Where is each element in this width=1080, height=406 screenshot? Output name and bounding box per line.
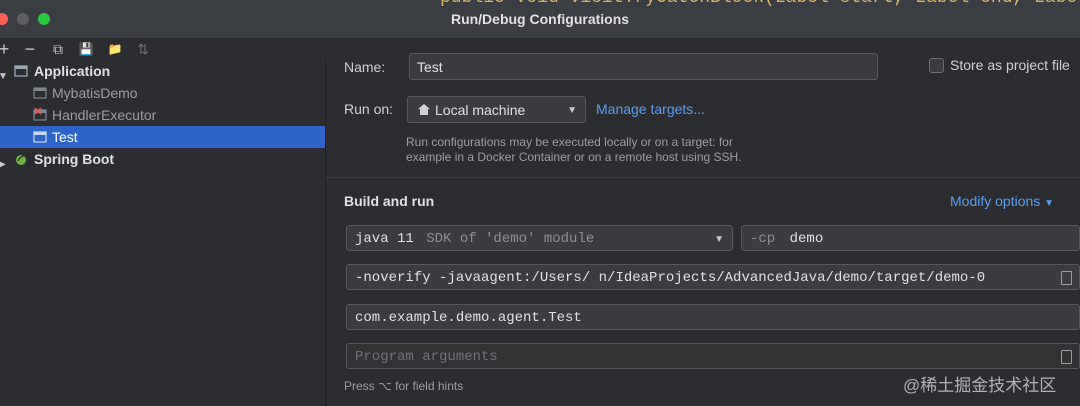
application-config-icon	[33, 131, 47, 143]
expand-field-icon[interactable]	[1061, 350, 1072, 364]
title-bar: public void visitTryCatchBlock(Label sta…	[0, 0, 1080, 39]
vm-options-value: -noverify -javaagent:/Users/ n/IdeaProje…	[355, 270, 986, 286]
application-icon	[14, 65, 28, 77]
run-on-hint-line-2: example in a Docker Container or on a re…	[406, 150, 742, 164]
spring-boot-icon	[16, 155, 26, 165]
store-as-project-file-checkbox[interactable]	[929, 58, 944, 73]
build-and-run-title: Build and run	[344, 193, 435, 209]
home-icon	[418, 104, 430, 115]
tree-item-mybatisdemo[interactable]: MybatisDemo	[0, 82, 325, 104]
sort-config-icon[interactable]: ⇅	[137, 41, 149, 57]
classpath-value: demo	[789, 231, 824, 247]
config-toolbar: + − ⧉ 💾 📁 ⇅	[0, 38, 325, 60]
expand-field-icon[interactable]	[1061, 271, 1072, 285]
vm-options-input[interactable]: -noverify -javaagent:/Users/ n/IdeaProje…	[346, 264, 1080, 290]
name-input-value: Test	[417, 59, 443, 75]
tree-group-label: Application	[34, 63, 111, 79]
remove-config-icon[interactable]: −	[24, 39, 36, 59]
add-config-icon[interactable]: +	[0, 39, 10, 59]
zoom-window-button[interactable]	[38, 13, 50, 25]
jre-main-value: java 11	[355, 231, 414, 247]
classpath-select[interactable]: -cp demo	[741, 225, 1080, 251]
tree-item-label: HandlerExecutor	[52, 107, 157, 123]
close-window-button[interactable]	[0, 13, 8, 25]
field-hints-text: Press ⌥ for field hints	[344, 379, 464, 393]
tree-group-spring-boot[interactable]: ▶ Spring Boot	[0, 148, 325, 170]
watermark-text: @稀土掘金技术社区	[903, 376, 1057, 395]
config-tree: ▼ Application MybatisDemo HandlerExecuto…	[0, 60, 326, 406]
chevron-down-icon: ▼	[567, 105, 577, 116]
store-as-project-file-label: Store as project file	[950, 57, 1070, 73]
jre-sub-value: SDK of 'demo' module	[426, 231, 595, 247]
run-on-select[interactable]: Local machine ▼	[407, 96, 586, 123]
chevron-down-icon: ▼	[714, 234, 724, 245]
run-on-hint-line-1: Run configurations may be executed local…	[406, 135, 733, 149]
application-config-icon	[33, 87, 47, 99]
save-config-icon[interactable]: 💾	[78, 42, 94, 56]
chevron-down-icon: ▼	[1044, 198, 1055, 209]
config-details-panel: Name: Test Store as project file Run on:…	[326, 38, 1080, 406]
run-on-value: Local machine	[435, 102, 526, 118]
application-config-error-icon	[33, 108, 47, 121]
tree-item-label: MybatisDemo	[52, 85, 138, 101]
classpath-prefix: -cp	[750, 231, 776, 247]
name-input[interactable]: Test	[409, 53, 878, 80]
section-divider	[326, 177, 1080, 178]
tree-item-label: Test	[52, 129, 78, 145]
manage-targets-link[interactable]: Manage targets...	[596, 101, 705, 117]
name-label: Name:	[344, 59, 386, 75]
jre-select[interactable]: java 11 SDK of 'demo' module ▼	[346, 225, 733, 251]
tree-item-test[interactable]: Test	[0, 126, 325, 148]
minimize-window-button[interactable]	[17, 13, 29, 25]
main-class-input[interactable]: com.example.demo.agent.Test	[346, 304, 1080, 330]
folder-config-icon[interactable]: 📁	[107, 42, 123, 56]
background-editor-code: public void visitTryCatchBlock(Label sta…	[0, 0, 1080, 10]
main-class-value: com.example.demo.agent.Test	[355, 310, 582, 326]
tree-group-label: Spring Boot	[34, 151, 115, 167]
window-title: Run/Debug Configurations	[450, 11, 630, 27]
chevron-right-icon[interactable]: ▶	[0, 159, 6, 170]
program-arguments-placeholder: Program arguments	[355, 349, 498, 365]
run-on-label: Run on:	[344, 101, 394, 117]
program-arguments-input[interactable]: Program arguments	[346, 343, 1080, 369]
modify-options-link[interactable]: Modify options ▼	[950, 193, 1054, 209]
tree-item-handlerexecutor[interactable]: HandlerExecutor	[0, 104, 325, 126]
chevron-down-icon[interactable]: ▼	[0, 71, 8, 82]
tree-group-application[interactable]: ▼ Application	[0, 60, 325, 82]
modify-options-label: Modify options	[950, 193, 1041, 209]
copy-config-icon[interactable]: ⧉	[53, 41, 63, 57]
